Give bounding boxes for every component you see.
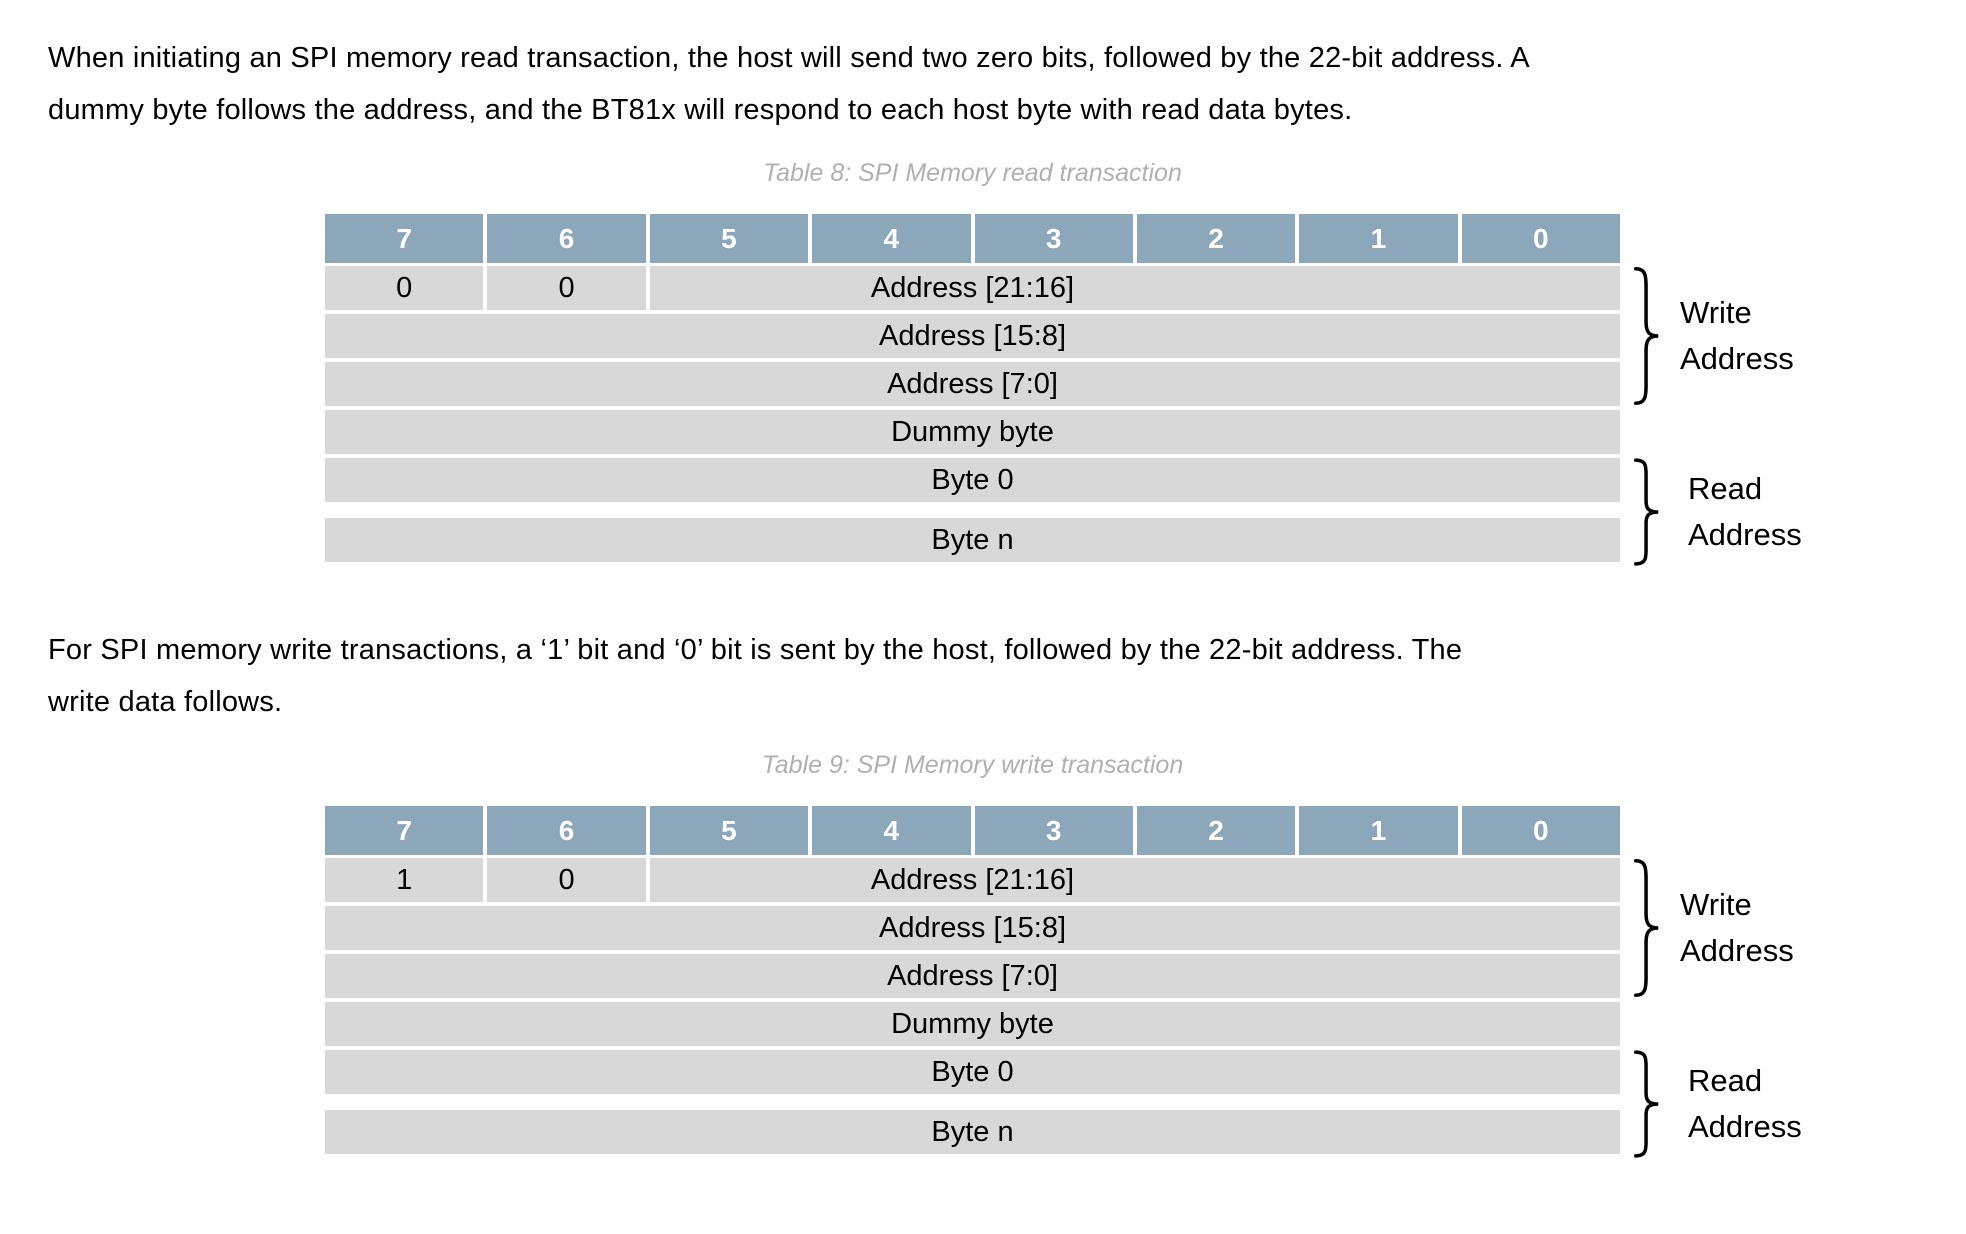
byte-0-cell: Byte 0 xyxy=(325,458,1620,502)
paragraph-read-transaction: When initiating an SPI memory read trans… xyxy=(48,32,1918,136)
bit3-header: 3 xyxy=(974,214,1133,263)
table-row-address-low: Address [7:0] xyxy=(325,954,1620,998)
address-7-0-cell: Address [7:0] xyxy=(325,954,1620,998)
bit1-header: 1 xyxy=(1299,806,1458,855)
table-row-dummy-byte: Dummy byte xyxy=(325,1002,1620,1046)
table-row-byte-0: Byte 0 xyxy=(325,458,1620,502)
bit0-header: 0 xyxy=(1461,806,1620,855)
paragraph-line: dummy byte follows the address, and the … xyxy=(48,94,1353,126)
address-15-8-cell: Address [15:8] xyxy=(325,906,1620,950)
dummy-byte-cell: Dummy byte xyxy=(325,410,1620,454)
bit6-header: 6 xyxy=(487,214,646,263)
spi-read-transaction-block: Table 8: SPI Memory read transaction 7 6… xyxy=(325,158,1802,562)
spi-read-transaction-table: 7 6 5 4 3 2 1 0 0 0 Address [21:16] Addr… xyxy=(325,214,1802,562)
spi-write-transaction-table: 7 6 5 4 3 2 1 0 1 0 Address [21:16] Addr… xyxy=(325,806,1802,1154)
address-7-0-cell: Address [7:0] xyxy=(325,362,1620,406)
write-address-label: Write Address xyxy=(1680,887,1794,968)
write-address-label: Write Address xyxy=(1680,295,1794,376)
address-21-16-cell xyxy=(649,858,1620,902)
table-row-address-mid: Address [15:8] xyxy=(325,906,1620,950)
paragraph-write-transaction: For SPI memory write transactions, a ‘1’… xyxy=(48,624,1918,728)
table-row-dummy-byte: Dummy byte xyxy=(325,410,1620,454)
bit4-header: 4 xyxy=(812,806,971,855)
read-address-brace-icon xyxy=(1632,1050,1662,1158)
table9-caption: Table 9: SPI Memory write transaction xyxy=(761,751,1184,779)
address-21-16-cell xyxy=(649,266,1620,310)
spi-write-transaction-block: Table 9: SPI Memory write transaction 7 … xyxy=(325,750,1802,1154)
table-row-byte-n: Byte n xyxy=(325,1110,1620,1154)
table-row-byte-0: Byte 0 xyxy=(325,1050,1620,1094)
bit2-header: 2 xyxy=(1136,214,1296,263)
table8-caption: Table 8: SPI Memory read transaction xyxy=(763,159,1182,187)
table-row-address-high: 0 0 Address [21:16] xyxy=(325,266,1620,310)
bit7-header: 7 xyxy=(325,806,484,855)
byte-n-cell: Byte n xyxy=(325,1110,1620,1154)
table-row-address-mid: Address [15:8] xyxy=(325,314,1620,358)
bit6-value-cell: 0 xyxy=(487,266,646,310)
bit7-header: 7 xyxy=(325,214,484,263)
bit0-header: 0 xyxy=(1461,214,1620,263)
read-address-label: Read Address xyxy=(1688,1063,1802,1144)
byte-0-cell: Byte 0 xyxy=(325,1050,1620,1094)
read-address-label: Read Address xyxy=(1688,471,1802,552)
paragraph-line: For SPI memory write transactions, a ‘1’… xyxy=(48,634,1463,666)
address-15-8-cell: Address [15:8] xyxy=(325,314,1620,358)
bit6-value-cell: 0 xyxy=(487,858,646,902)
write-address-brace-icon xyxy=(1632,858,1662,998)
bit-header-row: 7 6 5 4 3 2 1 0 xyxy=(325,214,1620,263)
paragraph-line: write data follows. xyxy=(48,686,283,718)
bit4-header: 4 xyxy=(812,214,971,263)
bit2-header: 2 xyxy=(1136,806,1296,855)
dummy-byte-cell: Dummy byte xyxy=(325,1002,1620,1046)
table-row-address-high: 1 0 Address [21:16] xyxy=(325,858,1620,902)
bit5-header: 5 xyxy=(649,806,809,855)
read-address-brace-icon xyxy=(1632,458,1662,566)
bit5-header: 5 xyxy=(649,214,809,263)
bit3-header: 3 xyxy=(974,806,1133,855)
bit7-value-cell: 0 xyxy=(325,266,484,310)
table-row-byte-n: Byte n xyxy=(325,518,1620,562)
table-row-address-low: Address [7:0] xyxy=(325,362,1620,406)
bit1-header: 1 xyxy=(1299,214,1458,263)
bit6-header: 6 xyxy=(487,806,646,855)
bit7-value-cell: 1 xyxy=(325,858,484,902)
write-address-brace-icon xyxy=(1632,266,1662,406)
paragraph-line: When initiating an SPI memory read trans… xyxy=(48,42,1530,74)
bit-header-row: 7 6 5 4 3 2 1 0 xyxy=(325,806,1620,855)
byte-n-cell: Byte n xyxy=(325,518,1620,562)
